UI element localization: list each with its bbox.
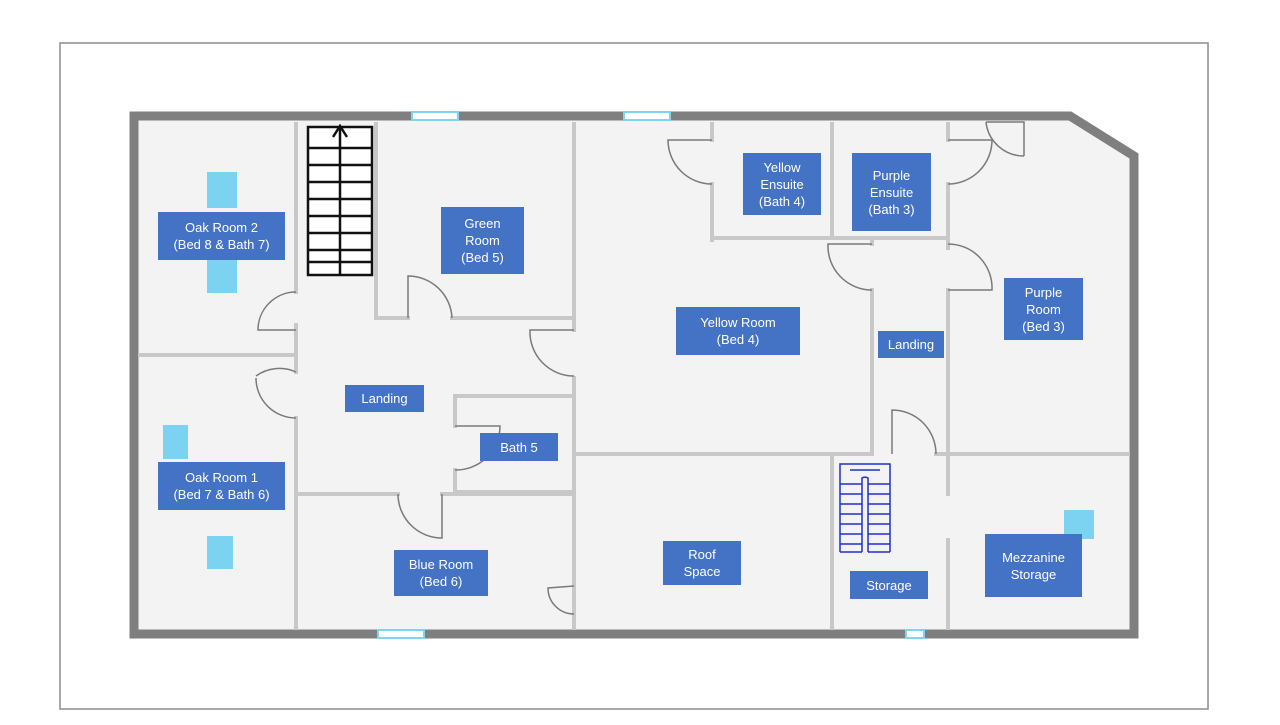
- window-icon: [377, 111, 925, 639]
- room-label-oak-room-2: Oak Room 2 (Bed 8 & Bath 7): [158, 212, 285, 260]
- interior-walls: [138, 122, 1130, 630]
- room-label-bath-5: Bath 5: [480, 433, 558, 461]
- room-label-green-room: Green Room (Bed 5): [441, 207, 524, 274]
- room-label-landing-west: Landing: [345, 385, 424, 412]
- room-label-mezzanine-storage: Mezzanine Storage: [985, 534, 1082, 597]
- room-label-storage: Storage: [850, 571, 928, 599]
- room-label-purple-ensuite: Purple Ensuite (Bath 3): [852, 153, 931, 231]
- room-label-yellow-room: Yellow Room (Bed 4): [676, 307, 800, 355]
- building-outline: [129, 111, 1139, 639]
- staircase-icon: [306, 123, 374, 277]
- spiral-staircase-icon: [839, 463, 891, 553]
- skylight-icon: [163, 172, 1094, 569]
- room-label-blue-room: Blue Room (Bed 6): [394, 550, 488, 596]
- room-label-purple-room: Purple Room (Bed 3): [1004, 278, 1083, 340]
- room-label-oak-room-1: Oak Room 1 (Bed 7 & Bath 6): [158, 462, 285, 510]
- room-label-landing-east: Landing: [878, 331, 944, 358]
- room-label-roof-space: Roof Space: [663, 541, 741, 585]
- room-label-yellow-ensuite: Yellow Ensuite (Bath 4): [743, 153, 821, 215]
